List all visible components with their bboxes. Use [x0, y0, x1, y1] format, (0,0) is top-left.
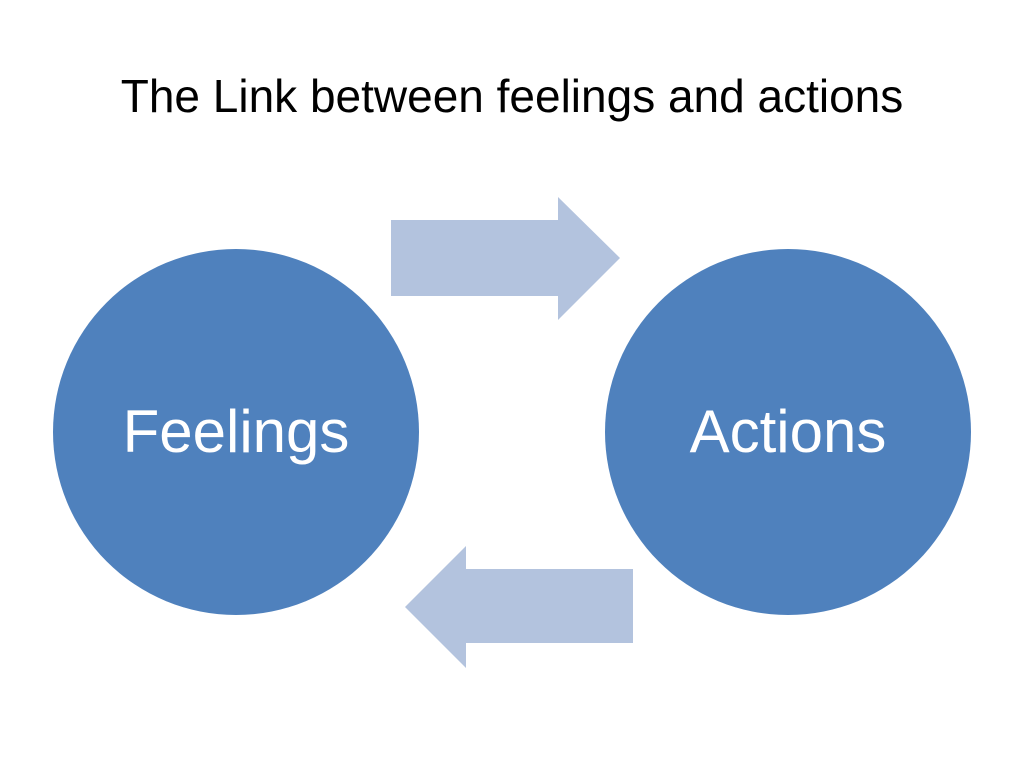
node-feelings-label: Feelings — [123, 398, 350, 465]
node-feelings-circle — [53, 249, 419, 615]
node-actions: Actions — [605, 249, 971, 615]
node-feelings: Feelings — [53, 249, 419, 615]
node-actions-label: Actions — [690, 398, 887, 465]
arrow-left-icon — [405, 546, 633, 668]
arrow-right-icon — [391, 197, 620, 320]
slide-title: The Link between feelings and actions — [120, 70, 904, 122]
node-actions-circle — [605, 249, 971, 615]
